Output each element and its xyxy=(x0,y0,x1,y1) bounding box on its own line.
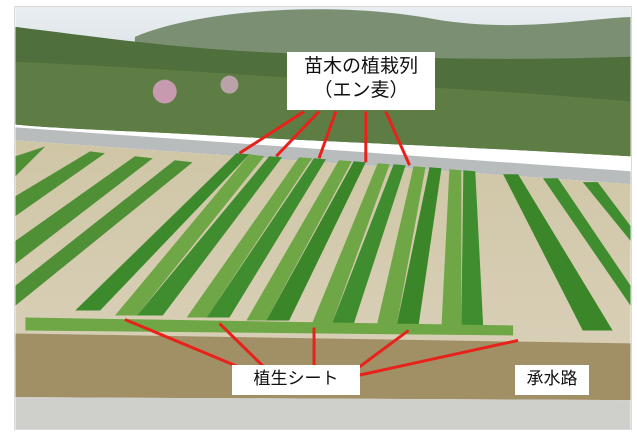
drainage-channel-label: 承水路 xyxy=(515,365,589,395)
slope-vegetation-strips xyxy=(15,146,193,306)
gravel-road xyxy=(15,397,631,429)
seedling-rows-label: 苗木の植栽列 （エン麦） xyxy=(287,52,435,110)
flowering-tree xyxy=(220,75,239,94)
vegetation-sheet xyxy=(25,154,514,336)
seedling-rows-label-line2: （エン麦） xyxy=(313,78,409,101)
annotation-arrows xyxy=(124,110,519,377)
seedling-rows-label-line1: 苗木の植栽列 xyxy=(303,55,418,77)
flowering-tree xyxy=(152,79,177,104)
vegetation-sheet-label: 植生シート xyxy=(232,365,360,395)
erosion-control-field-photo xyxy=(14,6,632,430)
road xyxy=(15,127,631,185)
seedling-rows xyxy=(75,153,631,331)
